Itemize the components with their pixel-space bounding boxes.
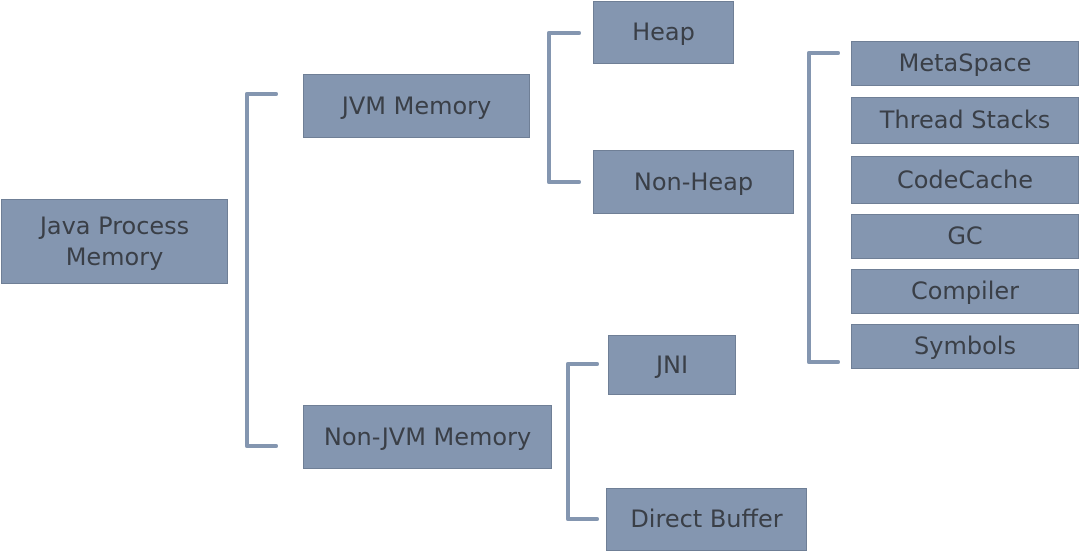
heap-node: Heap <box>593 1 734 64</box>
gc-node: GC <box>851 214 1079 259</box>
codecache-node: CodeCache <box>851 156 1079 204</box>
non-heap-node: Non-Heap <box>593 150 794 214</box>
jni-node: JNI <box>608 335 736 395</box>
bracket-nonjvm-children <box>566 362 599 521</box>
bracket-root-children <box>245 92 278 448</box>
thread-stacks-node: Thread Stacks <box>851 97 1079 144</box>
metaspace-node: MetaSpace <box>851 41 1079 86</box>
direct-buffer-node: Direct Buffer <box>606 488 807 551</box>
non-jvm-memory-node: Non-JVM Memory <box>303 405 552 469</box>
jvm-memory-node: JVM Memory <box>303 74 530 138</box>
java-process-memory-node: Java Process Memory <box>1 199 228 284</box>
bracket-nonheap-children <box>807 51 840 364</box>
symbols-node: Symbols <box>851 324 1079 369</box>
bracket-jvm-children <box>547 31 581 184</box>
compiler-node: Compiler <box>851 269 1079 314</box>
